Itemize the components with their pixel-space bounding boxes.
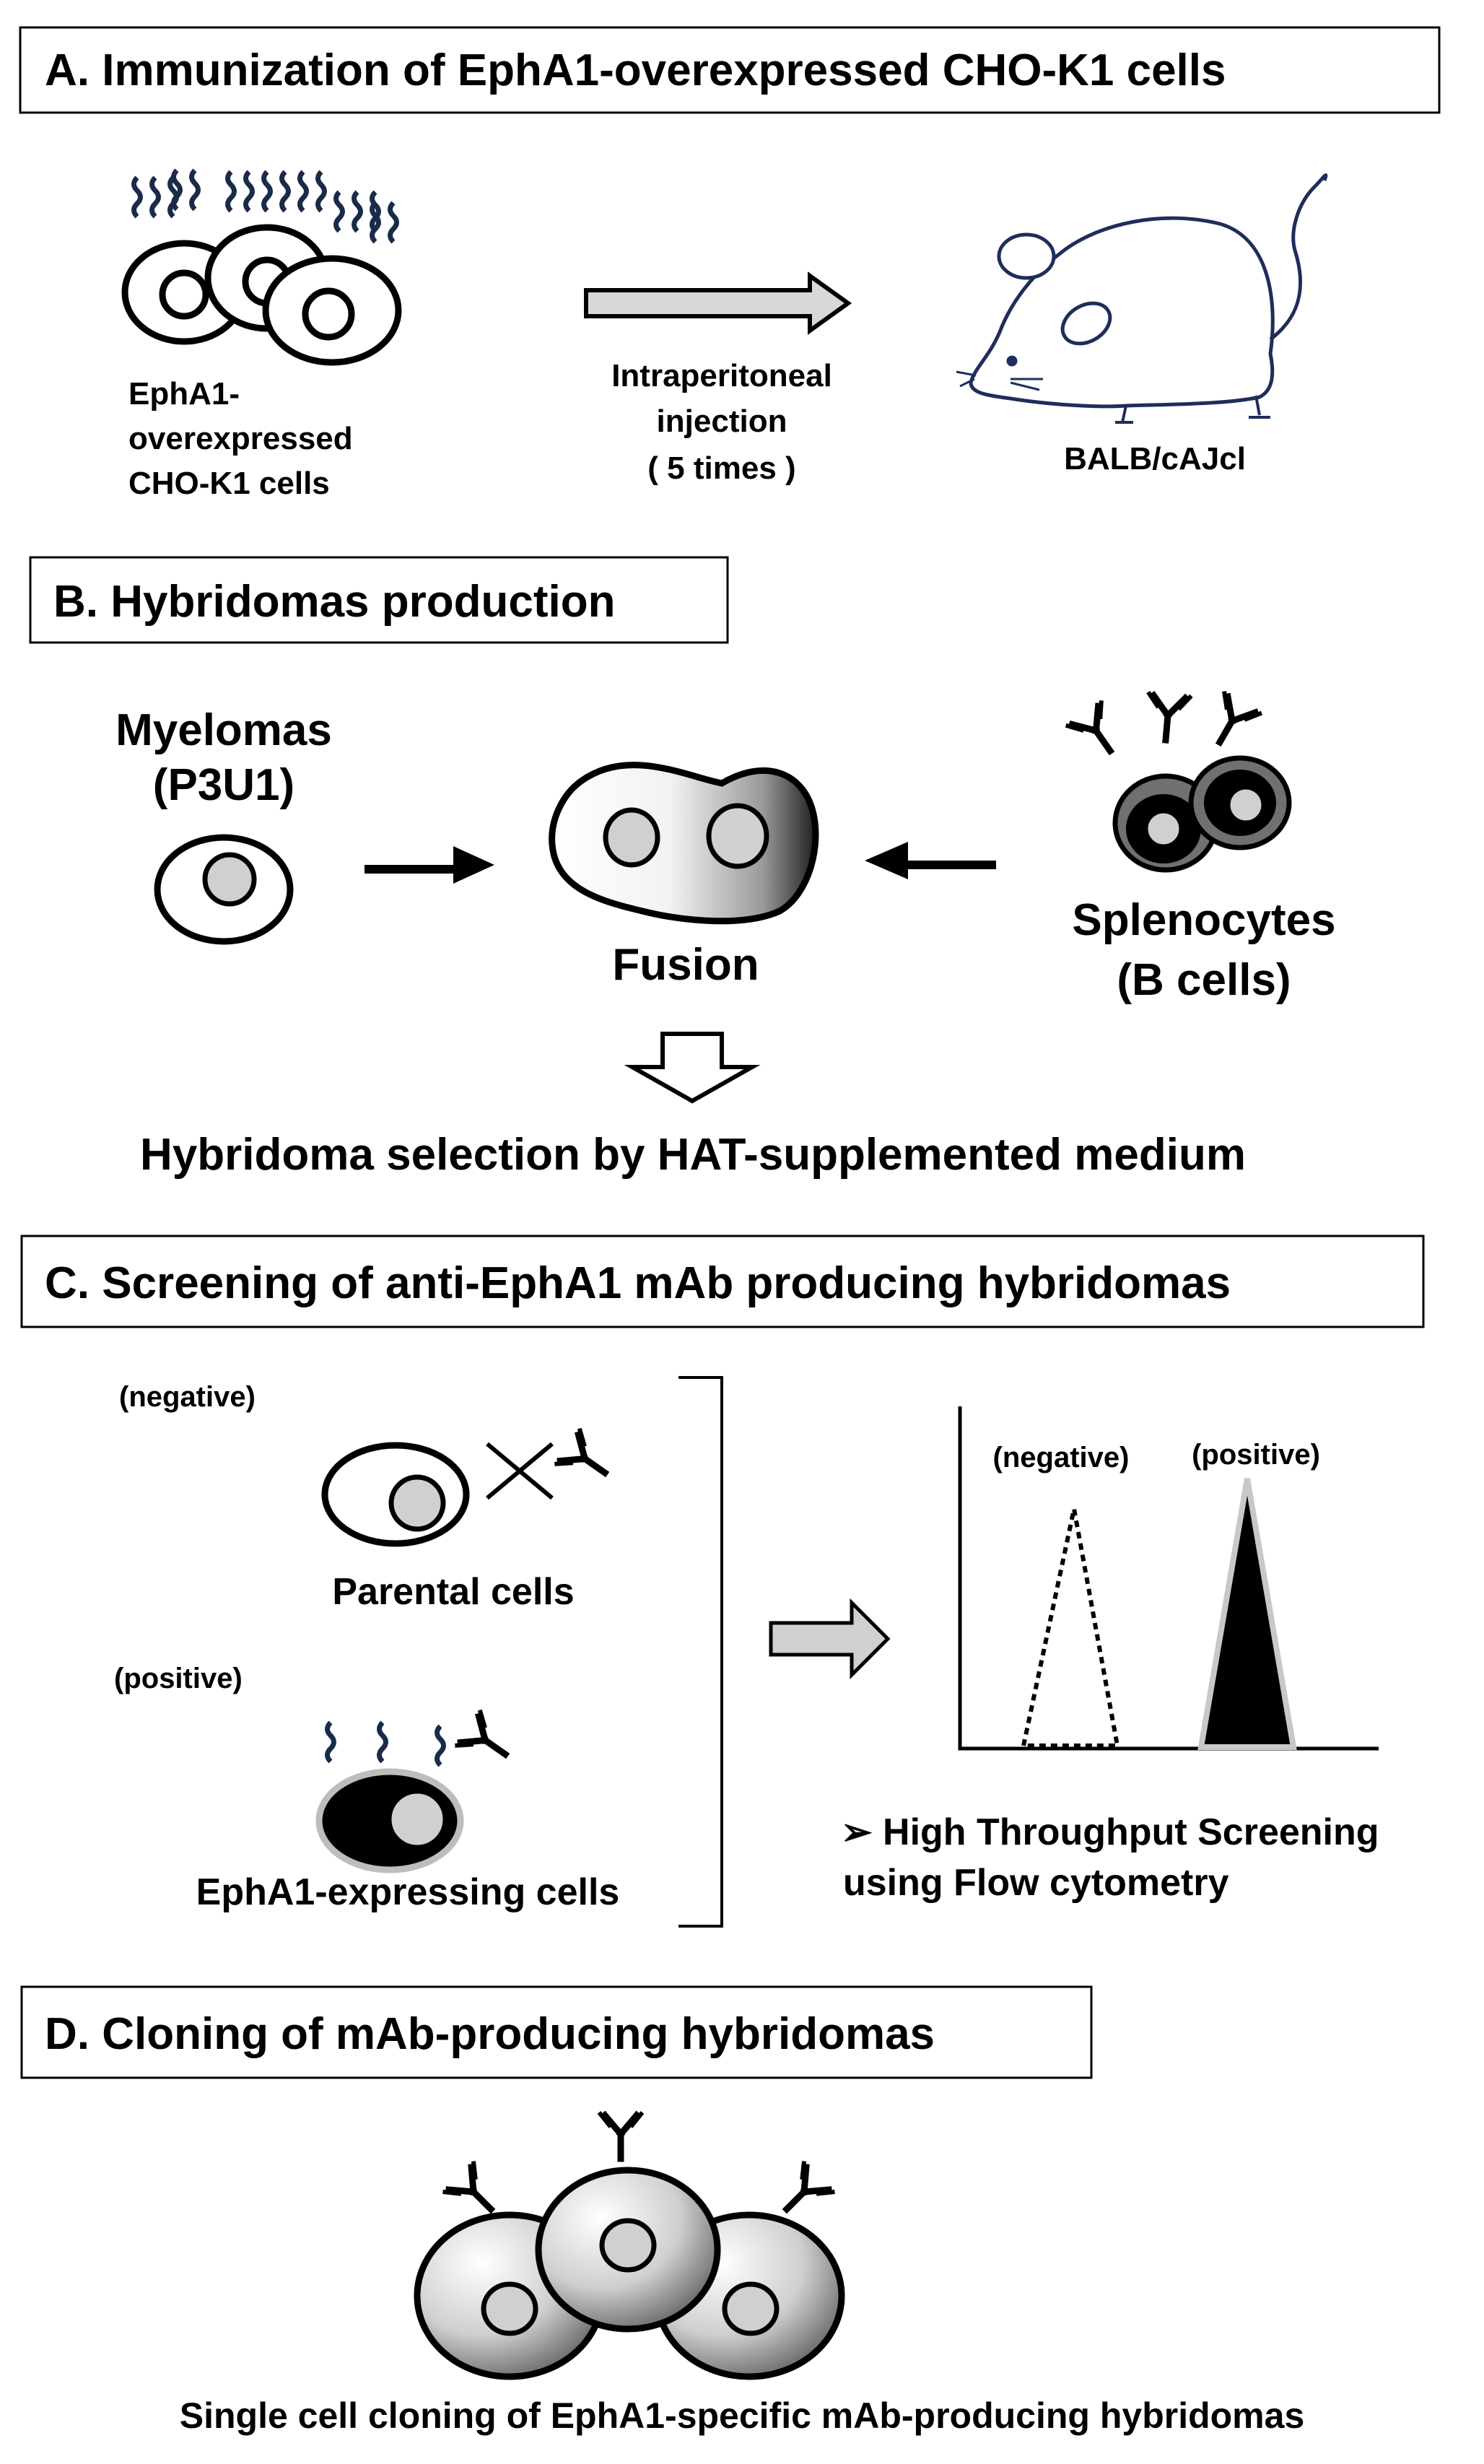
section-a-title-box [19,26,1441,114]
negative-label: (negative) [119,1381,256,1413]
splenocyte-arrow [865,842,996,879]
section-d-title: D. Cloning of mAb-producing hybridomas [45,2009,935,2059]
section-a-title: A. Immunization of EphA1-overexpressed C… [45,45,1226,95]
section-c-title: C. Screening of anti-EphA1 mAb producing… [45,1258,1231,1308]
bracket [678,1376,723,1928]
section-c-title-box [20,1235,1425,1328]
parental-cell-icon [321,1442,470,1547]
section-b-title: B. Hybridomas production [53,577,615,627]
injection-arrow [584,271,852,335]
overexpressed-cells-icon [121,170,402,366]
screening-arrow [769,1598,891,1680]
myeloma-cell-icon [154,834,294,945]
histogram-positive-label: (positive) [1192,1439,1320,1471]
injection-label-line1: Intraperitoneal [611,358,832,393]
splenocyte-label-line2: (B cells) [1117,955,1291,1005]
hybridoma-clones-icon [414,2112,845,2380]
section-d-title-box [20,1985,1093,2079]
positive-label: (positive) [114,1663,243,1694]
mouse-icon [956,173,1328,424]
parental-label: Parental cells [332,1571,574,1613]
injection-label-line2: injection [657,404,787,439]
splenocyte-label-line1: Splenocytes [1072,895,1335,945]
fusion-cell-icon [549,762,819,925]
epha1-cell-icon [315,1710,518,1873]
section-b-title-box [29,556,729,644]
cells-label-line2: overexpressed [128,421,353,456]
injection-label-line3: ( 5 times ) [647,450,795,486]
myeloma-label-line2: (P3U1) [153,760,294,810]
histogram-negative-label: (negative) [993,1442,1130,1473]
section-a: A. Immunization of EphA1-overexpressed C… [19,26,1441,501]
selection-arrow [624,1032,761,1104]
selection-label: Hybridoma selection by HAT-supplemented … [140,1130,1246,1180]
cross-icon [486,1442,554,1500]
splenocytes-icon [1066,692,1292,873]
screening-label-line2: using Flow cytometry [843,1862,1229,1904]
mouse-label: BALB/cAJcl [1064,441,1246,476]
screening-label-line1: ➢ High Throughput Screening [841,1811,1379,1853]
cells-label-line3: CHO-K1 cells [128,466,330,501]
cells-label-line1: EphA1- [128,376,240,412]
epha1-label: EphA1-expressing cells [196,1871,620,1913]
section-c: C. Screening of anti-EphA1 mAb producing… [20,1235,1425,1928]
section-d: D. Cloning of mAb-producing hybridomas S… [20,1985,1305,2436]
cloning-label: Single cell cloning of EphA1-specific mA… [180,2395,1305,2436]
fusion-label: Fusion [612,940,759,990]
myeloma-label-line1: Myelomas [115,705,332,755]
flow-cytometry-histogram [958,1406,1379,1751]
myeloma-arrow [365,846,494,884]
section-b: B. Hybridomas production Myelomas (P3U1)… [29,556,1336,1180]
antibody-icon-negative [554,1429,617,1491]
